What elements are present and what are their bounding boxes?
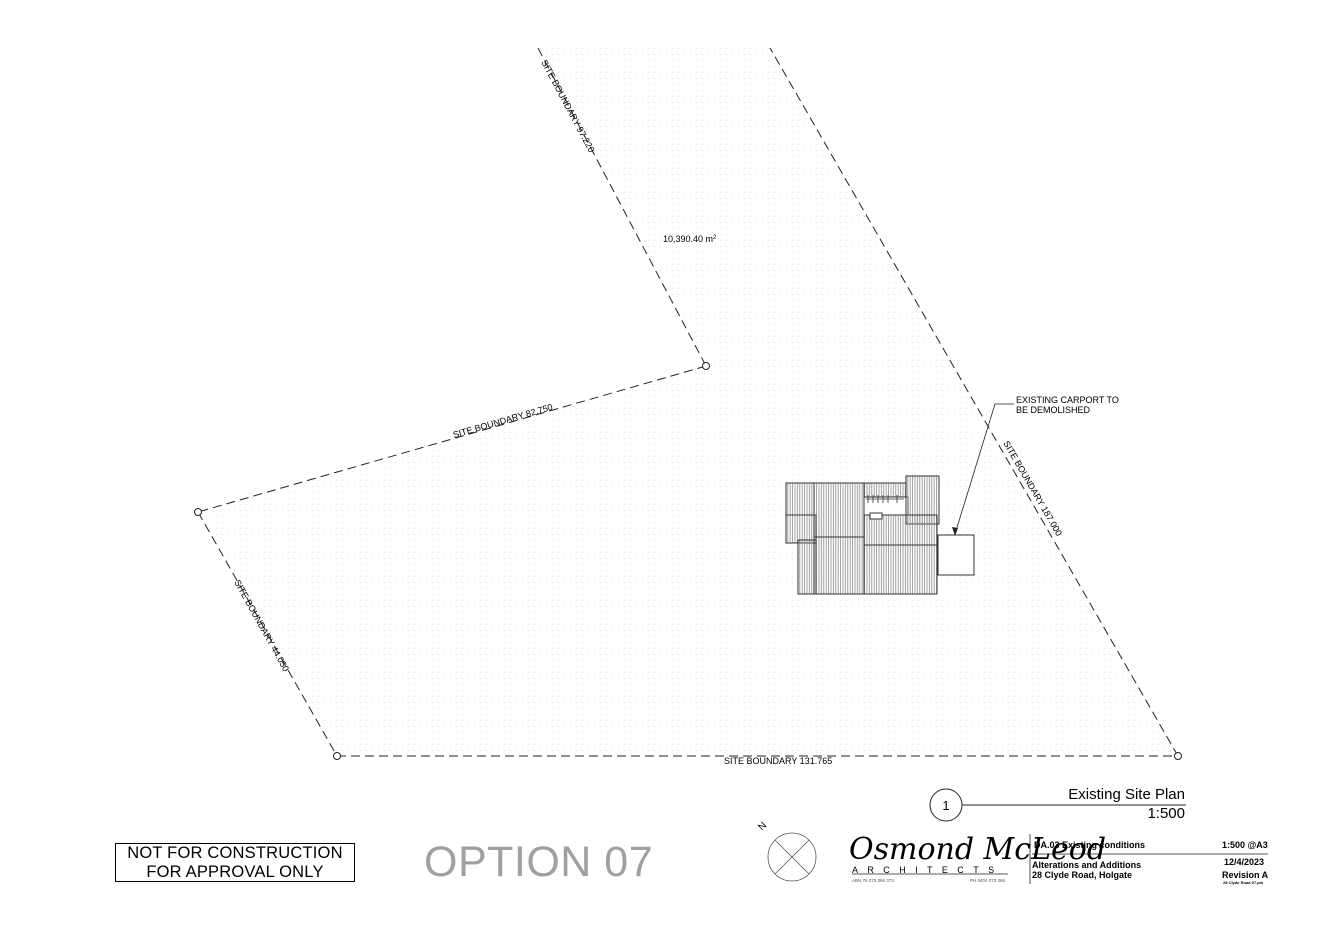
view-number: 1: [942, 798, 949, 813]
option-label: OPTION 07: [424, 838, 654, 886]
boundary-label-bottom: SITE BOUNDARY 131.765: [724, 756, 832, 766]
view-scale: 1:500: [1147, 805, 1185, 822]
corner-marker: [194, 508, 202, 516]
boundary-right-line: [769, 47, 1179, 757]
stamp-line1: NOT FOR CONSTRUCTION: [127, 844, 343, 862]
boundary-left-line: [197, 511, 338, 757]
carport-note-line1: EXISTING CARPORT TO: [1016, 395, 1119, 405]
site-area-label: 10,390.40 m2: [663, 234, 717, 244]
file-name: 28 Clyde Road 07.pln: [1223, 880, 1264, 885]
approval-stamp: NOT FOR CONSTRUCTION FOR APPROVAL ONLY: [115, 843, 355, 882]
boundary-top-left-line: [537, 47, 707, 367]
boundary-middle-line: [197, 365, 707, 513]
carport-note-leader: [954, 403, 1014, 535]
existing-house: [785, 475, 940, 595]
logo-abn: ABN 76 275 366 373: [852, 878, 894, 883]
north-arrow-icon: [767, 832, 817, 882]
logo-sub: ARCHITECTS: [852, 865, 1004, 875]
sheet-title: DA.03 Existing conditions: [1034, 840, 1146, 850]
project-title: Alterations and Additions: [1032, 860, 1142, 870]
revision: Revision A: [1222, 870, 1269, 880]
project-address: 28 Clyde Road, Holgate: [1032, 870, 1133, 880]
logo-name: Osmond McLeod: [849, 832, 1107, 867]
corner-marker: [702, 362, 710, 370]
existing-carport: [937, 534, 975, 576]
north-label: N: [756, 820, 769, 833]
sheet-scale: 1:500 @A3: [1222, 840, 1268, 850]
carport-note-line2: BE DEMOLISHED: [1016, 405, 1091, 415]
corner-marker: [1174, 752, 1182, 760]
corner-marker: [333, 752, 341, 760]
view-title: Existing Site Plan: [1068, 786, 1185, 803]
stamp-line2: FOR APPROVAL ONLY: [146, 863, 324, 881]
sheet-date: 12/4/2023: [1224, 857, 1265, 867]
logo-phone: PH 0404 073 366: [970, 878, 1006, 883]
